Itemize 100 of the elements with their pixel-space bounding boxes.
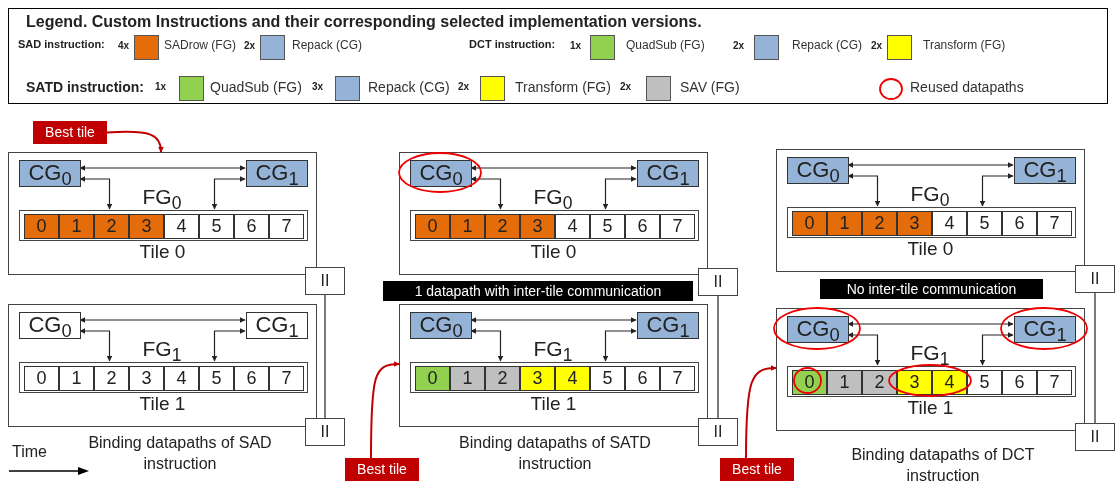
coarse-grain-unit: CG$_{0}$ [410,312,472,339]
tile-frame [776,308,1085,431]
legend-title: Legend. Custom Instructions and their corresponding selected implementation versions. [26,13,702,31]
fine-grain-label: FG$_{0}$ [909,182,951,212]
datapath-cell: 3 [129,366,164,391]
datapath-cell: 4 [164,214,199,239]
count-label: 1x [570,40,582,51]
datapath-cell: 6 [234,366,269,391]
legend-label: Repack (CG) [368,79,450,95]
count-label: 1x [155,81,167,92]
fine-grain-label: FG$_{0}$ [532,185,574,215]
datapath-cell: 2 [485,366,520,391]
datapath-cell: 6 [234,214,269,239]
datapath-cell: 2 [94,214,129,239]
fine-grain-label: FG$_{1}$ [532,337,574,367]
tile-label: Tile 1 [529,393,578,415]
datapath-cell: 1 [450,366,485,391]
datapath-cell: 6 [625,366,660,391]
datapath-cell: 2 [862,211,897,236]
count-label: 2x [733,40,745,51]
interconnect-box: II [1075,423,1115,451]
datapath-cell: 7 [1037,211,1072,236]
callout-tag: Best tile [33,121,107,144]
datapath-cell: 6 [1002,370,1037,395]
legend-label: QuadSub (FG) [210,79,302,95]
double-arrow [602,176,637,210]
double-arrow [602,328,637,362]
datapath-cell: 7 [269,366,304,391]
panel-caption: Binding datapaths of SATD instruction [458,433,652,474]
status-banner: No inter-tile communication [820,279,1043,299]
datapath-cell: 1 [827,370,862,395]
connector-line [324,294,326,419]
datapath-cell: 2 [485,214,520,239]
datapath-cell: 3 [520,214,555,239]
double-arrow [79,176,113,210]
double-arrow [470,317,637,323]
legend-label: QuadSub (FG) [626,38,705,52]
datapath-cell: 1 [450,214,485,239]
coarse-grain-unit: CG$_{0}$ [787,316,849,343]
legend-label: Reused datapaths [910,79,1024,95]
tile-label: Tile 0 [529,241,578,263]
callout-tag: Best tile [720,458,794,481]
datapath-cell: 4 [932,211,967,236]
connector-line [717,295,719,419]
count-label: 2x [458,81,470,92]
datapath-cell: 4 [932,370,967,395]
legend-label: SADrow (FG) [164,38,236,52]
datapath-cell: 3 [897,211,932,236]
datapath-cell: 3 [129,214,164,239]
tile-label: Tile 0 [138,241,187,263]
datapath-cell: 1 [59,366,94,391]
tile-label: Tile 1 [906,397,955,419]
count-label: 4x [118,40,130,51]
coarse-grain-unit: CG$_{1}$ [246,312,308,339]
panel-caption: Binding datapaths of SAD instruction [87,433,273,474]
datapath-cell: 5 [590,366,625,391]
datapath-cell: 2 [94,366,129,391]
interconnect-box: II [305,267,345,295]
double-arrow [979,332,1014,366]
datapath-cell: 5 [967,370,1002,395]
status-banner: 1 datapath with inter-tile communication [383,281,693,301]
coarse-grain-unit: CG$_{1}$ [1014,316,1076,343]
double-arrow [847,332,881,366]
datapath-cell: 7 [269,214,304,239]
double-arrow [470,328,504,362]
tile-frame [776,149,1085,272]
tile-frame [8,304,317,427]
datapath-cell: 0 [415,366,450,391]
datapath-cell: 5 [199,214,234,239]
legend-label: Repack (CG) [792,38,862,52]
double-arrow [79,165,246,171]
datapath-cell: 2 [862,370,897,395]
connector-line [1094,292,1096,424]
coarse-grain-unit: CG$_{0}$ [19,312,81,339]
datapath-cell: 5 [967,211,1002,236]
tile-label: Tile 1 [138,393,187,415]
interconnect-box: II [698,418,738,446]
coarse-grain-unit: CG$_{1}$ [246,160,308,187]
double-arrow [79,328,113,362]
datapath-cell: 3 [520,366,555,391]
datapath-cell: 4 [164,366,199,391]
tile-frame [399,304,708,427]
double-arrow [847,173,881,207]
fine-grain-label: FG$_{1}$ [909,341,951,371]
datapath-cell: 7 [660,214,695,239]
datapath-cell: 0 [24,366,59,391]
datapath-cell: 5 [590,214,625,239]
coarse-grain-unit: CG$_{0}$ [19,160,81,187]
count-label: 3x [312,81,324,92]
interconnect-box: II [1075,265,1115,293]
instruction-label: SATD instruction: [26,79,144,95]
coarse-grain-unit: CG$_{1}$ [1014,157,1076,184]
legend-label: SAV (FG) [680,79,740,95]
tile-frame [399,152,708,275]
legend-label: Transform (FG) [515,79,611,95]
count-label: 2x [871,40,883,51]
datapath-cell: 3 [897,370,932,395]
fine-grain-label: FG$_{1}$ [141,337,183,367]
count-label: 2x [244,40,256,51]
datapath-cell: 7 [660,366,695,391]
